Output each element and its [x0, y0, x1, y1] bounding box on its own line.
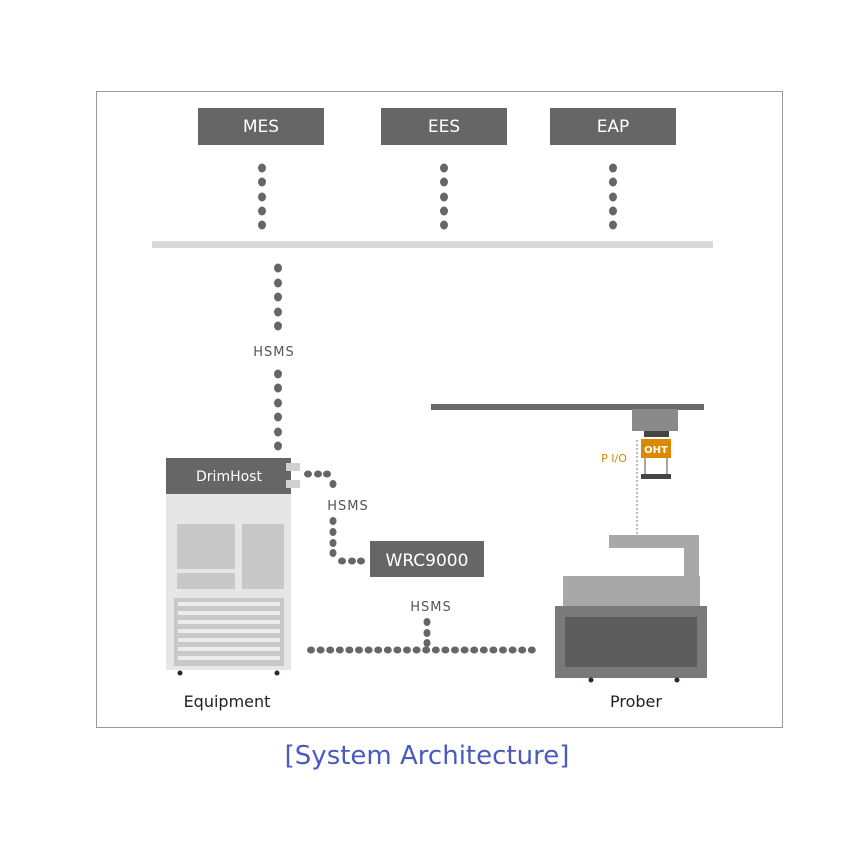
hsms-label-bottom: HSMS — [410, 600, 452, 615]
equipment-cabinet — [166, 494, 291, 676]
wrc-connector-dots — [304, 470, 365, 565]
wrc9000-label: WRC9000 — [386, 551, 469, 571]
pio-label: P I/O — [601, 452, 627, 465]
eap-box: EAP — [550, 108, 676, 145]
ees-label: EES — [427, 116, 461, 137]
drimhost-port-bottom — [286, 480, 300, 488]
network-bus — [152, 241, 713, 248]
eap-label: EAP — [596, 116, 630, 137]
eap-connector-dots — [609, 163, 617, 230]
hsms-label-mid: HSMS — [327, 499, 369, 514]
prober-label: Prober — [610, 692, 662, 711]
mes-box: MES — [198, 108, 324, 145]
drimhost-port-top — [286, 463, 300, 471]
oht-label: OHT — [644, 445, 668, 456]
wrc9000-box — [370, 541, 484, 577]
equipment-label: Equipment — [184, 692, 271, 711]
oht-vehicle — [641, 431, 671, 479]
host-connector-dots — [274, 263, 282, 451]
prober-machine — [555, 535, 707, 683]
prober-connector-dots — [423, 618, 431, 647]
drimhost-box — [166, 458, 291, 494]
diagram-caption: [System Architecture] — [284, 741, 570, 771]
ees-connector-dots — [440, 163, 448, 230]
ees-box: EES — [381, 108, 507, 145]
drimhost-label: DrimHost — [196, 469, 262, 485]
oht-rail — [431, 404, 704, 431]
equipment-prober-connector-dots — [307, 646, 536, 654]
hsms-label-top: HSMS — [253, 345, 295, 360]
mes-label: MES — [242, 116, 280, 137]
mes-connector-dots — [258, 163, 266, 230]
